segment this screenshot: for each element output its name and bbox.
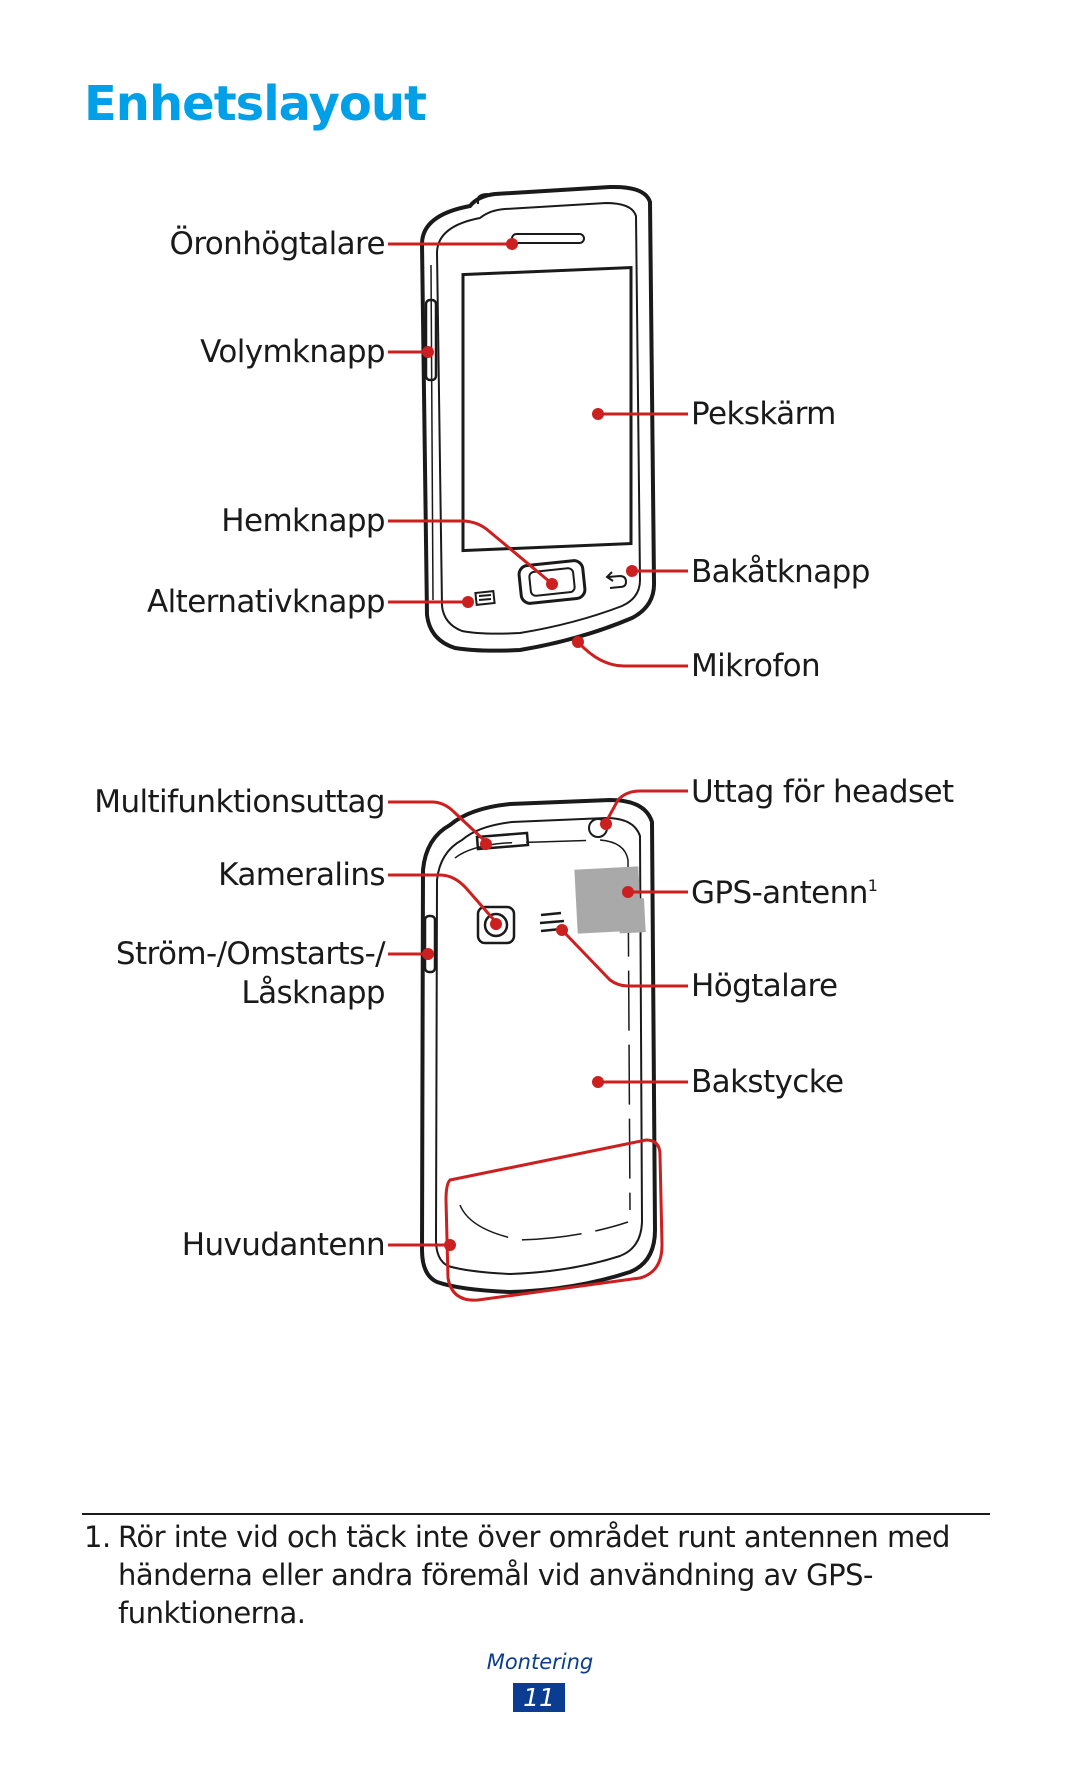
dot-touch-screen (592, 408, 604, 420)
front-screen (461, 265, 633, 553)
label-home-key: Hemknapp (221, 503, 385, 539)
menu-key-icon (474, 589, 496, 607)
dot-volume-key (422, 346, 434, 358)
back-multifunction-slot (475, 831, 530, 851)
label-gps-footnote-mark: 1 (868, 876, 878, 895)
page-number: 11 (513, 1683, 565, 1712)
main-antenna-area (444, 1138, 664, 1302)
label-gps-antenna-text: GPS-antenn (691, 875, 868, 911)
front-earpiece-grill (511, 233, 585, 244)
dot-earpiece (506, 238, 518, 250)
footnote-text: Rör inte vid och täck inte över området … (118, 1520, 950, 1630)
back-cover-seam (454, 839, 631, 1211)
label-gps-antenna: GPS-antenn1 (691, 875, 877, 911)
label-microphone: Mikrofon (691, 648, 820, 684)
label-earpiece: Öronhögtalare (170, 225, 385, 262)
back-cover-bottom-seam (459, 1204, 629, 1241)
callout-multifunction-jack (388, 800, 488, 844)
front-phone-illustration (419, 184, 657, 653)
dot-menu-key (462, 596, 474, 608)
label-headset-jack: Uttag för headset (691, 774, 954, 810)
callout-headset-jack (604, 789, 688, 823)
callout-dots (422, 238, 638, 1251)
page-title: Enhetslayout (84, 76, 427, 132)
label-menu-key: Alternativknapp (147, 584, 385, 620)
dot-back-key (626, 565, 638, 577)
callout-camera-lens (388, 873, 496, 921)
section-name: Montering (486, 1650, 594, 1674)
label-back-key: Bakåtknapp (691, 554, 870, 590)
device-layout-diagram: Öronhögtalare Volymknapp Pekskärm Hemkna… (94, 184, 955, 1302)
back-power-key (423, 914, 437, 974)
label-speaker: Högtalare (691, 968, 837, 1004)
dot-home-key (546, 578, 558, 590)
front-phone-outer-body (419, 184, 657, 653)
dot-power-key (422, 948, 434, 960)
dot-multifunction-jack (480, 838, 492, 850)
front-left-side-line (430, 264, 434, 601)
callout-microphone (576, 640, 688, 668)
label-multifunction-jack: Multifunktionsuttag (94, 784, 385, 820)
front-home-key (517, 559, 587, 605)
dot-speaker (556, 924, 568, 936)
label-power-key-line2: Låsknapp (241, 975, 385, 1011)
back-key-icon (605, 571, 628, 589)
dot-gps-antenna (622, 886, 634, 898)
label-power-key-line1: Ström-/Omstarts-/ (116, 936, 386, 972)
dot-headset-jack (600, 818, 612, 830)
gps-antenna-area-stem (617, 898, 646, 934)
callout-lines (388, 242, 688, 1247)
footnote-number: 1. (84, 1520, 111, 1554)
label-back-cover: Bakstycke (691, 1064, 843, 1100)
front-phone-top-edge (477, 193, 489, 204)
front-phone-inner-bezel (435, 201, 642, 635)
label-touch-screen: Pekskärm (691, 396, 836, 432)
label-volume-key: Volymknapp (200, 334, 385, 370)
dot-camera-lens (490, 918, 502, 930)
front-home-key-inner (528, 567, 576, 597)
dot-main-antenna (444, 1239, 456, 1251)
dot-back-cover (592, 1076, 604, 1088)
label-camera-lens: Kameralins (218, 857, 385, 893)
dot-microphone (572, 636, 584, 648)
callout-speaker (558, 926, 688, 988)
label-main-antenna: Huvudantenn (182, 1227, 385, 1263)
footnote-divider (82, 1513, 990, 1515)
callout-home-key (388, 519, 551, 584)
back-phone-inner-body (434, 816, 644, 1276)
